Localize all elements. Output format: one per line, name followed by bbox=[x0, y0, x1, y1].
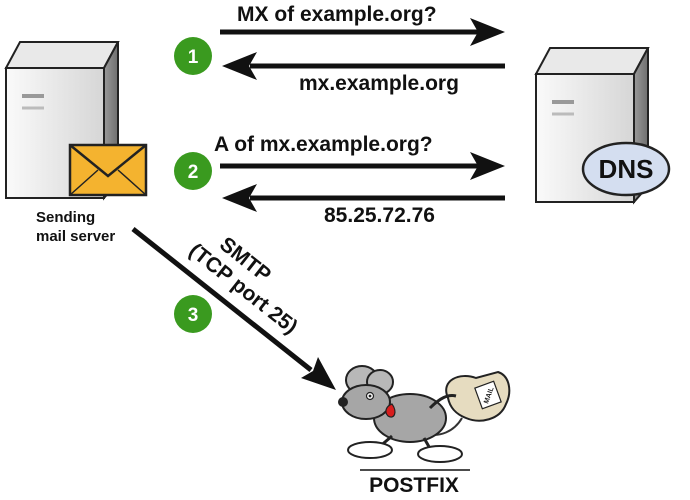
mx-answer-arrow bbox=[222, 52, 505, 80]
mx-answer-label: mx.example.org bbox=[299, 72, 459, 95]
step-3-badge: 3 bbox=[174, 295, 212, 333]
mx-query-label: MX of example.org? bbox=[237, 3, 437, 26]
a-answer-label: 85.25.72.76 bbox=[324, 204, 435, 227]
postfix-logo-text: POSTFIX bbox=[369, 474, 459, 497]
postfix-mouse-icon: MAIL bbox=[338, 365, 511, 463]
smtp-arrow bbox=[131, 227, 336, 390]
step-2-number: 2 bbox=[188, 162, 199, 183]
step-1-badge: 1 bbox=[174, 37, 212, 75]
mx-query-arrow bbox=[220, 18, 505, 46]
dns-label: DNS bbox=[599, 154, 654, 184]
step-3-number: 3 bbox=[188, 305, 199, 326]
a-query-arrow bbox=[220, 152, 505, 180]
dns-badge: DNS bbox=[581, 141, 671, 197]
sender-label-line2: mail server bbox=[36, 228, 115, 245]
step-2-badge: 2 bbox=[174, 152, 212, 190]
a-query-label: A of mx.example.org? bbox=[214, 133, 433, 156]
envelope-icon bbox=[68, 143, 148, 197]
a-answer-arrow bbox=[222, 184, 505, 212]
sender-label-line1: Sending bbox=[36, 209, 95, 226]
step-1-number: 1 bbox=[188, 47, 199, 68]
